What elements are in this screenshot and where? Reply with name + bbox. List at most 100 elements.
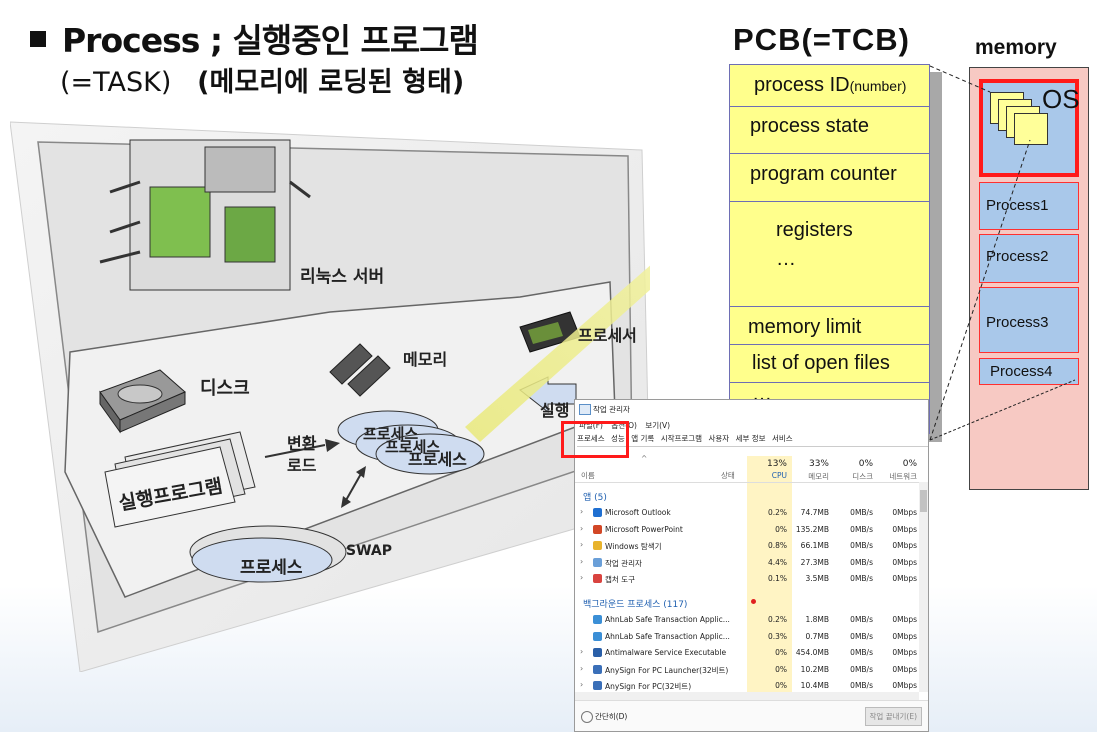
app-icon	[593, 574, 602, 583]
cpu-value: 0%	[775, 524, 787, 534]
cpu-column-highlight	[747, 456, 792, 692]
expand-chevron-icon[interactable]: ›	[580, 556, 584, 566]
header-memory[interactable]: 메모리	[808, 472, 829, 481]
app-icon	[593, 648, 602, 657]
header-name[interactable]: 이름	[581, 471, 595, 480]
memory-process-1: Process1	[979, 182, 1079, 230]
cpu-value: 0%	[775, 648, 787, 657]
end-task-button[interactable]: 작업 끝내기(E)	[864, 707, 922, 726]
disk-value: 0MB/s	[850, 631, 873, 641]
menu-view[interactable]: 보기(V)	[645, 421, 671, 430]
header-cpu[interactable]: CPU	[771, 471, 787, 480]
hard-disk-icon	[99, 369, 186, 434]
cpu-value: 0%	[775, 681, 787, 690]
process-name: Microsoft Outlook	[605, 508, 671, 517]
tab-app-history[interactable]: 앱 기록	[631, 434, 655, 443]
tab-processes[interactable]: 프로세스	[577, 434, 605, 443]
app-icon	[593, 524, 602, 534]
memory-process-4: Process4	[979, 358, 1079, 385]
disk-value: 0MB/s	[850, 681, 873, 690]
os-page-icon	[1014, 113, 1048, 145]
tab-users[interactable]: 사용자	[708, 434, 730, 443]
expand-chevron-icon[interactable]: ›	[580, 523, 584, 533]
process-name: AhnLab Safe Transaction Applic...	[605, 631, 730, 641]
header-disk[interactable]: 디스크	[852, 472, 873, 481]
expand-chevron-icon[interactable]: ›	[580, 507, 584, 516]
tab-performance[interactable]: 성능	[611, 434, 625, 443]
header-network[interactable]: 네트워크	[889, 472, 917, 481]
process-label-2: 프로세스	[385, 438, 441, 456]
memory-value: 3.5MB	[805, 574, 829, 583]
process-name: 작업 관리자	[605, 558, 642, 568]
convert-label: 변환	[287, 434, 317, 453]
pcb-row-program-counter: program counter	[730, 154, 929, 202]
expand-chevron-icon[interactable]: ›	[580, 663, 584, 673]
tab-services[interactable]: 서비스	[771, 434, 793, 443]
cpu-value: 4.4%	[767, 557, 787, 567]
disk-value: 0MB/s	[850, 524, 873, 534]
sort-chevron-icon[interactable]: ^	[641, 454, 648, 463]
task-manager-tabs: 프로세스 성능 앱 기록 시작프로그램 사용자 세부 정보 서비스	[577, 433, 928, 447]
header-status[interactable]: 상태	[721, 471, 735, 480]
process-name: AnySign For PC Launcher(32비트)	[605, 665, 729, 675]
tab-details[interactable]: 세부 정보	[735, 434, 766, 443]
process-name: AhnLab Safe Transaction Applic...	[605, 615, 730, 624]
memory-value: 135.2MB	[795, 524, 829, 534]
bullet-square-icon	[30, 30, 46, 47]
collapse-chevron-icon[interactable]	[581, 711, 593, 723]
fewer-details-link[interactable]: 간단히(D)	[595, 712, 628, 721]
linux-server-sketch	[10, 121, 650, 672]
app-icon	[593, 681, 602, 690]
app-icon	[593, 631, 602, 641]
expand-chevron-icon[interactable]: ›	[580, 540, 584, 549]
expand-chevron-icon[interactable]: ›	[580, 647, 584, 656]
pointer-beam	[465, 265, 650, 442]
cpu-value: 0.3%	[767, 631, 787, 641]
run-label: 실행	[540, 401, 570, 420]
pcb-table: process ID(number) process state program…	[729, 64, 930, 434]
app-icon	[593, 541, 602, 550]
task-manager-footer: 간단히(D) 작업 끝내기(E)	[575, 700, 928, 731]
table-row[interactable]: AhnLab Safe Transaction Applic... 0.3% 0.7…	[575, 629, 919, 645]
load-arrow	[264, 444, 326, 458]
scroll-thumb[interactable]	[920, 490, 927, 512]
slide-title: Process ; 실행중인 프로그램	[30, 14, 479, 62]
expand-chevron-icon[interactable]: ›	[580, 573, 584, 582]
memory-value: 0.7MB	[805, 631, 829, 641]
process-name: 캡처 도구	[605, 575, 635, 584]
network-value: 0Mbps	[892, 557, 917, 567]
tab-startup[interactable]: 시작프로그램	[660, 434, 703, 443]
horizontal-scrollbar[interactable]	[575, 692, 919, 700]
swap-process-label: 프로세스	[240, 558, 303, 578]
menu-options[interactable]: 옵션(O)	[611, 421, 637, 430]
vertical-scrollbar[interactable]	[919, 482, 928, 692]
memory-value: 66.1MB	[800, 541, 829, 550]
disk-value: 0MB/s	[850, 541, 873, 550]
process-name: Windows 탐색기	[605, 542, 662, 551]
cpu-value: 0.2%	[767, 615, 787, 624]
app-icon	[593, 508, 602, 517]
background-group-header[interactable]: 백그라운드 프로세스 (117)	[583, 600, 688, 610]
menu-file[interactable]: 파일(F)	[579, 421, 603, 430]
cpu-value: 0.8%	[767, 541, 787, 550]
pcb-row-memory-limit: memory limit	[730, 307, 929, 345]
network-value: 0Mbps	[892, 664, 917, 674]
processor-label: 프로세서	[578, 326, 637, 345]
disk-value: 0MB/s	[850, 664, 873, 674]
task-manager-titlebar[interactable]: 작업 관리자	[575, 400, 928, 418]
apps-group-header[interactable]: 앱 (5)	[583, 493, 607, 503]
table-row[interactable]: AhnLab Safe Transaction Applic...0.2%1.8…	[575, 612, 919, 628]
expand-chevron-icon[interactable]: ›	[580, 680, 584, 689]
task-manager-window[interactable]: 작업 관리자 파일(F) 옵션(O) 보기(V) 프로세스 성능 앱 기록 시작…	[574, 399, 929, 732]
app-icon	[593, 557, 602, 567]
app-icon	[593, 664, 602, 674]
network-value: 0Mbps	[892, 648, 917, 657]
